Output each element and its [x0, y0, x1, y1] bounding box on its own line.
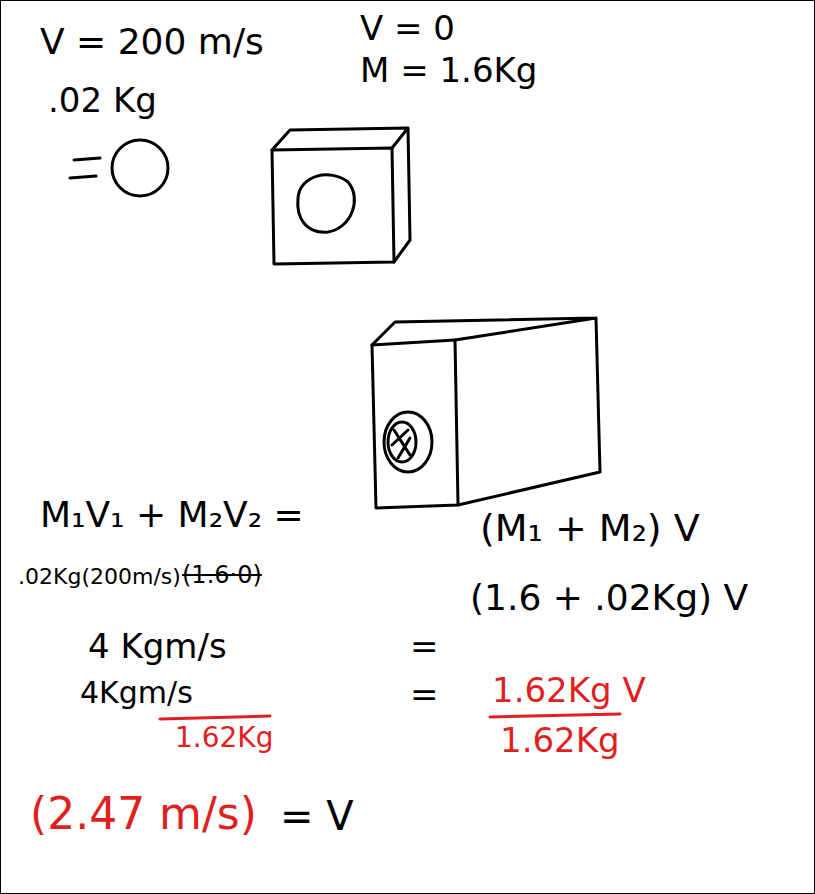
equation-text: =	[410, 628, 439, 665]
bullet	[112, 140, 168, 196]
block-front	[372, 340, 458, 508]
hole	[384, 412, 432, 472]
equation-text: 4 Kgm/s	[88, 628, 227, 665]
bullet	[388, 422, 416, 462]
block-edges	[272, 128, 410, 262]
speed-lines	[70, 158, 100, 178]
equation-text: (1.6·0)	[182, 562, 262, 588]
equation-text: =	[410, 676, 439, 713]
equation-text: M = 1.6Kg	[360, 52, 537, 89]
equation-text: V = 200 m/s	[40, 22, 264, 62]
equation-text: (2.47 m/s)	[30, 790, 257, 838]
block-edges	[372, 318, 600, 505]
fraction-bar	[160, 716, 270, 719]
equation-text: 1.62Kg	[175, 723, 273, 754]
hole	[298, 175, 355, 232]
equation-text: .02Kg(200m/s)	[18, 565, 181, 589]
equation-text: = V	[280, 794, 354, 838]
bullet-shading	[392, 430, 410, 458]
equation-text: M₁V₁ + M₂V₂ =	[40, 495, 304, 535]
equation-text: (M₁ + M₂) V	[480, 508, 700, 550]
block-front	[272, 148, 394, 264]
equation-text: .02 Kg	[48, 82, 157, 119]
equation-text: 4Kgm/s	[80, 676, 193, 709]
fraction-bar	[490, 714, 620, 717]
equation-text: 1.62Kg V	[492, 672, 646, 709]
equation-text: V = 0	[360, 10, 455, 47]
equation-text: (1.6 + .02Kg) V	[470, 578, 748, 618]
equation-text: 1.62Kg	[500, 722, 620, 759]
